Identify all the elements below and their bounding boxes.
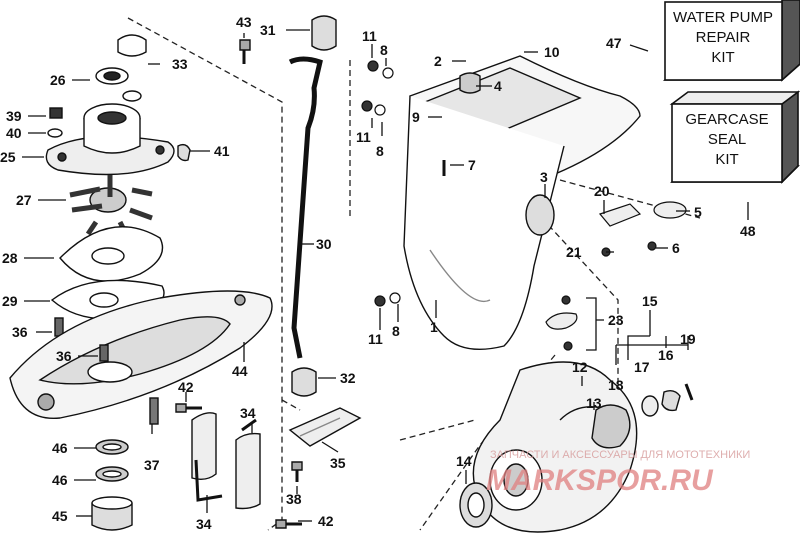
impeller-part	[69, 175, 153, 236]
callout-7: 7	[468, 157, 476, 173]
callout-42b: 42	[318, 513, 334, 529]
callout-9: 9	[412, 109, 420, 125]
callout-35: 35	[330, 455, 346, 471]
watermark-small-text: ЗАПЧАСТИ И АКСЕССУАРЫ ДЛЯ МОТОТЕХНИКИ	[490, 449, 750, 461]
callout-36a: 36	[12, 324, 28, 340]
callout-18: 18	[608, 377, 624, 393]
callout-33: 33	[172, 56, 188, 72]
propeller-assembly	[459, 361, 694, 533]
gearcase-kit-line1: GEARCASE	[685, 111, 768, 128]
callout-34b: 34	[196, 516, 212, 532]
callout-15: 15	[642, 293, 658, 309]
callout-26: 26	[50, 72, 66, 88]
callout-27: 27	[16, 192, 32, 208]
washer-part	[47, 128, 63, 138]
callout-46b: 46	[52, 472, 68, 488]
callout-23: 23	[608, 312, 624, 328]
pump-cap-part	[117, 34, 147, 57]
callout-29: 29	[2, 293, 18, 309]
callout-8b: 8	[376, 143, 384, 159]
callout-44: 44	[232, 363, 248, 379]
gearcase-seal-kit-box	[669, 90, 800, 184]
callout-32: 32	[340, 370, 356, 386]
callout-20: 20	[594, 183, 610, 199]
callout-25: 25	[0, 149, 16, 165]
callout-48: 48	[740, 223, 756, 239]
callout-30: 30	[316, 236, 332, 252]
callout-5: 5	[694, 204, 702, 220]
water-pump-assembly	[9, 34, 273, 531]
water-pump-kit-line2: REPAIR	[696, 29, 751, 46]
callout-28: 28	[2, 250, 18, 266]
callout-11c: 11	[368, 331, 383, 347]
callout-4: 4	[494, 78, 502, 94]
callout-11a: 11	[362, 28, 377, 44]
thrust-washer-part	[591, 404, 631, 449]
callout-12: 12	[572, 359, 588, 375]
callout-38: 38	[286, 491, 302, 507]
callout-2: 2	[434, 53, 442, 69]
callout-17: 17	[634, 359, 650, 375]
callout-31: 31	[260, 22, 276, 38]
callout-14: 14	[456, 453, 472, 469]
callout-37: 37	[144, 457, 160, 473]
shift-linkage-assembly	[175, 15, 362, 529]
gearcase-kit-line2: SEAL	[708, 131, 746, 148]
callout-39: 39	[6, 108, 22, 124]
callout-42a: 42	[178, 379, 194, 395]
shift-rod-part	[288, 56, 323, 359]
callout-46a: 46	[52, 440, 68, 456]
callout-labels: 43 31 33 26 39 40 25 41 27 28 29 36 36 4…	[0, 14, 756, 532]
callout-6: 6	[672, 240, 680, 256]
gearcase-hardware	[361, 60, 687, 351]
callout-8a: 8	[380, 42, 388, 58]
water-pump-kit-line1: WATER PUMP	[673, 9, 773, 26]
callout-43: 43	[236, 14, 252, 30]
callout-45: 45	[52, 508, 68, 524]
gearcase-kit-line3: KIT	[715, 151, 738, 168]
callout-11b: 11	[356, 129, 371, 145]
watermark-logo-text: MARKSPOR.RU	[486, 464, 714, 497]
callout-3: 3	[540, 169, 548, 185]
callout-1: 1	[430, 319, 438, 335]
callout-41: 41	[214, 143, 230, 159]
callout-36b: 36	[56, 348, 72, 364]
nut-part	[49, 107, 63, 119]
watermark: ЗАПЧАСТИ И АКСЕССУАРЫ ДЛЯ МОТОТЕХНИКИ MA…	[486, 449, 750, 497]
water-pump-kit-line3: KIT	[711, 49, 734, 66]
gearcase-port	[525, 194, 555, 236]
callout-10: 10	[544, 44, 560, 60]
gearcase-housing	[403, 55, 641, 351]
callout-16: 16	[658, 347, 674, 363]
leader-lines	[22, 29, 749, 522]
callout-21: 21	[566, 244, 582, 260]
callout-47: 47	[606, 35, 622, 51]
callout-8c: 8	[392, 323, 400, 339]
callout-40: 40	[6, 125, 22, 141]
callout-13: 13	[586, 395, 602, 411]
water-pump-kit-box	[662, 0, 800, 82]
callout-19: 19	[680, 331, 696, 347]
callout-34a: 34	[240, 405, 256, 421]
